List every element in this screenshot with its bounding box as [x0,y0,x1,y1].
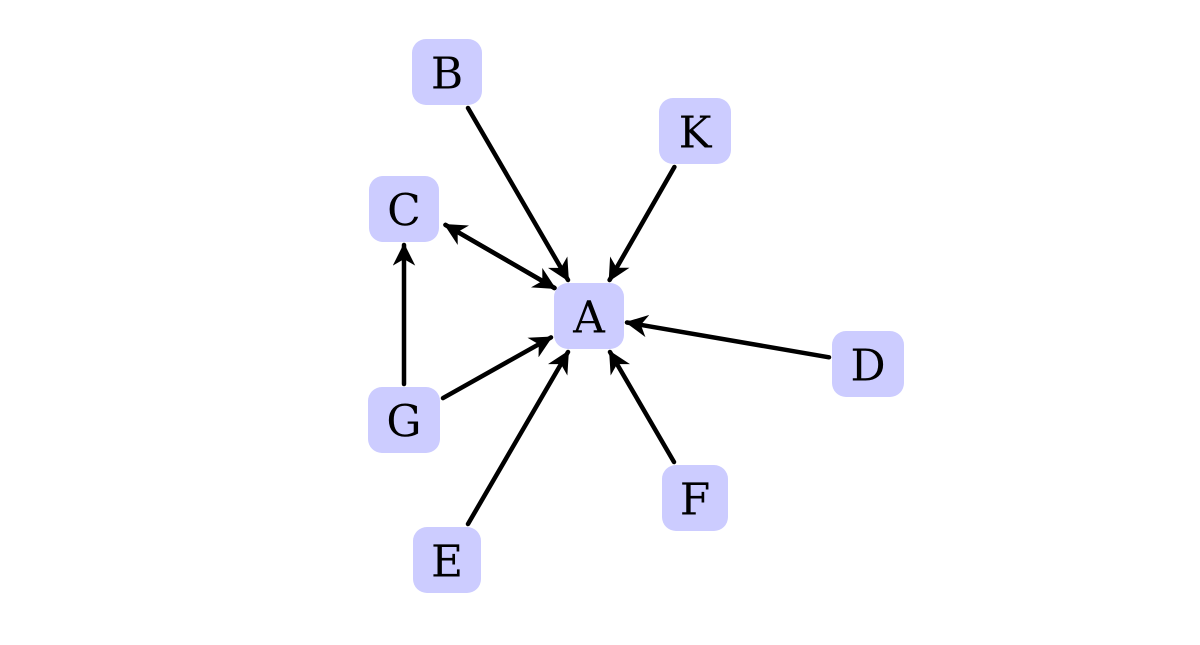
edge-e-to-a [465,349,571,527]
edges-layer [392,105,832,527]
node-label: G [386,397,421,448]
node-label: K [679,108,713,159]
node-label: B [431,49,463,100]
nodes-layer: A B C D E F G K [368,39,904,593]
node-k: K [659,98,731,164]
node-label: A [572,293,606,344]
node-d: D [832,331,904,397]
node-b: B [412,39,482,105]
node-g: G [368,387,440,453]
node-box [554,283,624,349]
edge-g-to-a [440,335,554,401]
node-box [368,387,440,453]
node-box [369,176,439,242]
node-label: E [431,537,463,588]
edge-d-to-a [624,314,832,360]
node-e: E [413,527,481,593]
node-label: F [680,475,711,526]
node-box [412,39,482,105]
node-box [659,98,731,164]
node-box [413,527,481,593]
node-c: C [369,176,439,242]
node-a: A [554,283,624,349]
node-box [662,465,728,531]
edge-b-to-a [465,105,571,283]
node-label: D [850,341,885,392]
node-f: F [662,465,728,531]
edge-a-to-c [443,222,557,291]
node-label: C [387,186,421,237]
edge-f-to-a [607,349,677,465]
edge-k-to-a [607,164,677,283]
node-box [832,331,904,397]
